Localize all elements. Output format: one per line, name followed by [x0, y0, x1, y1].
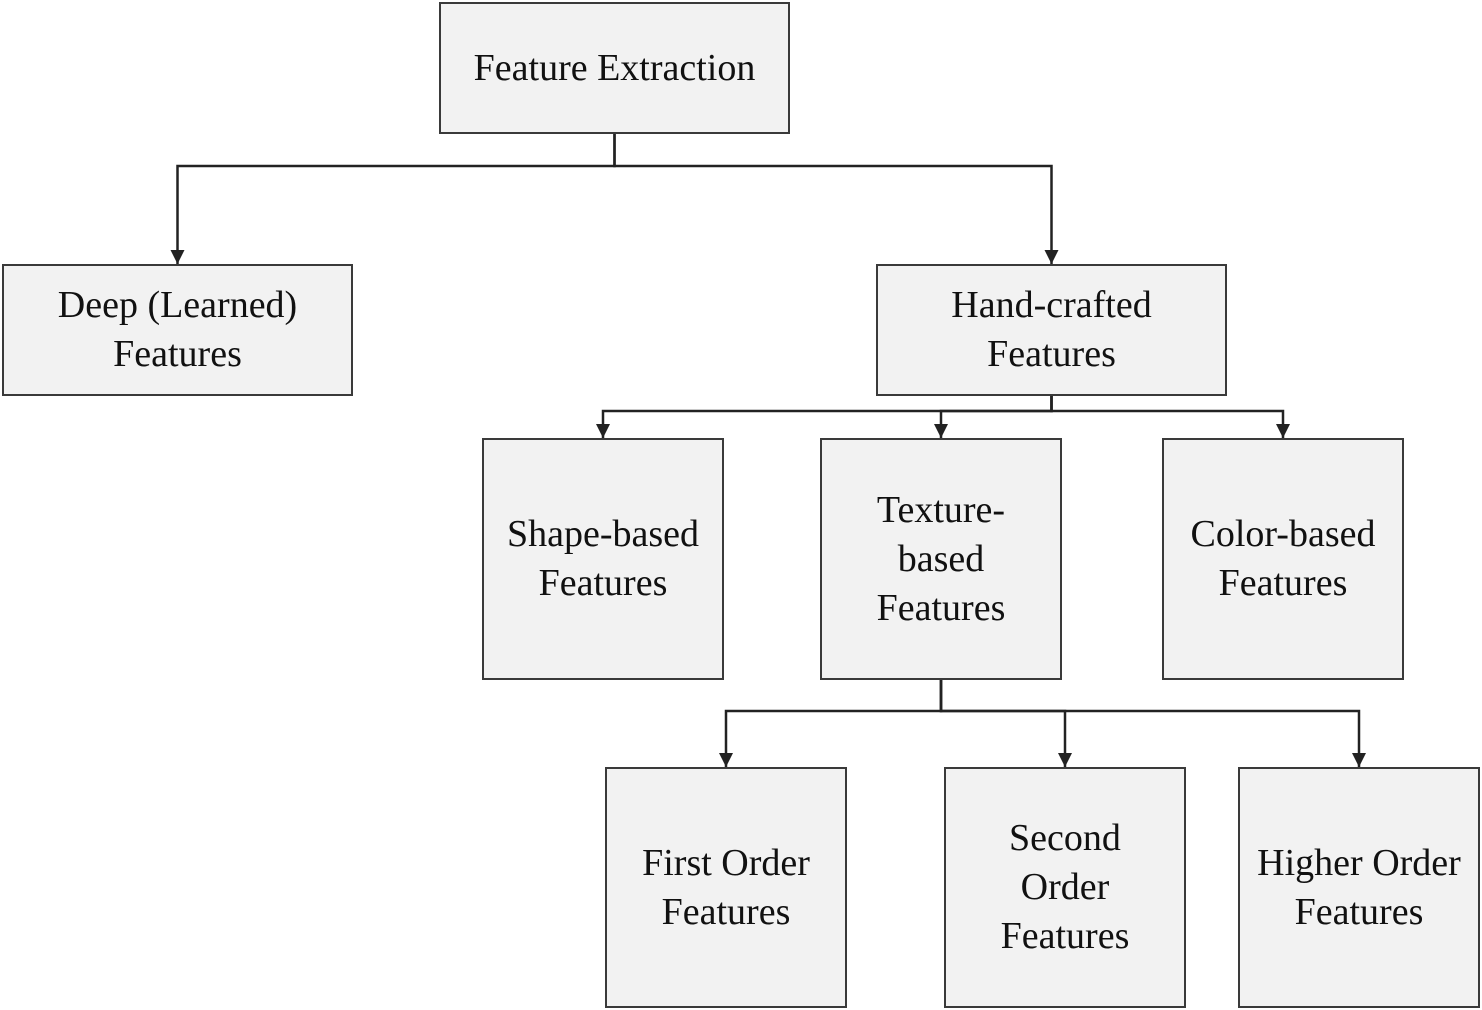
node-label: Higher Order Features: [1257, 841, 1461, 933]
connector-handcrafted-to-texture: [934, 396, 1053, 438]
node-label: Second Order Features: [1000, 817, 1130, 957]
node-texture-based-features: Texture- based Features: [820, 438, 1062, 680]
node-feature-extraction: Feature Extraction: [439, 2, 790, 134]
node-second-order-features: Second Order Features: [944, 767, 1186, 1008]
node-higher-order-features: Higher Order Features: [1238, 767, 1480, 1008]
node-color-based-features: Color-based Features: [1162, 438, 1404, 680]
node-label: Color-based Features: [1190, 513, 1376, 604]
connector-handcrafted-to-color: [1050, 396, 1290, 438]
connector-texture-to-higher_order: [939, 680, 1366, 767]
edge-group: [170, 134, 1366, 767]
connector-texture-to-second_order: [939, 680, 1072, 767]
node-hand-crafted-features: Hand-crafted Features: [876, 264, 1227, 396]
connector-root-to-handcrafted: [613, 134, 1059, 264]
connector-texture-to-first_order: [719, 680, 943, 767]
node-label: Deep (Learned) Features: [57, 284, 298, 375]
node-first-order-features: First Order Features: [605, 767, 847, 1008]
node-label: Shape-based Features: [506, 513, 700, 604]
node-deep-learned-features: Deep (Learned) Features: [2, 264, 353, 396]
node-label: Hand-crafted Features: [951, 284, 1152, 375]
node-label: First Order Features: [642, 841, 810, 933]
connector-root-to-deep: [170, 134, 616, 264]
connector-handcrafted-to-shape: [596, 396, 1053, 438]
node-shape-based-features: Shape-based Features: [482, 438, 724, 680]
node-label: Texture- based Features: [876, 488, 1006, 629]
node-label: Feature Extraction: [473, 46, 756, 89]
